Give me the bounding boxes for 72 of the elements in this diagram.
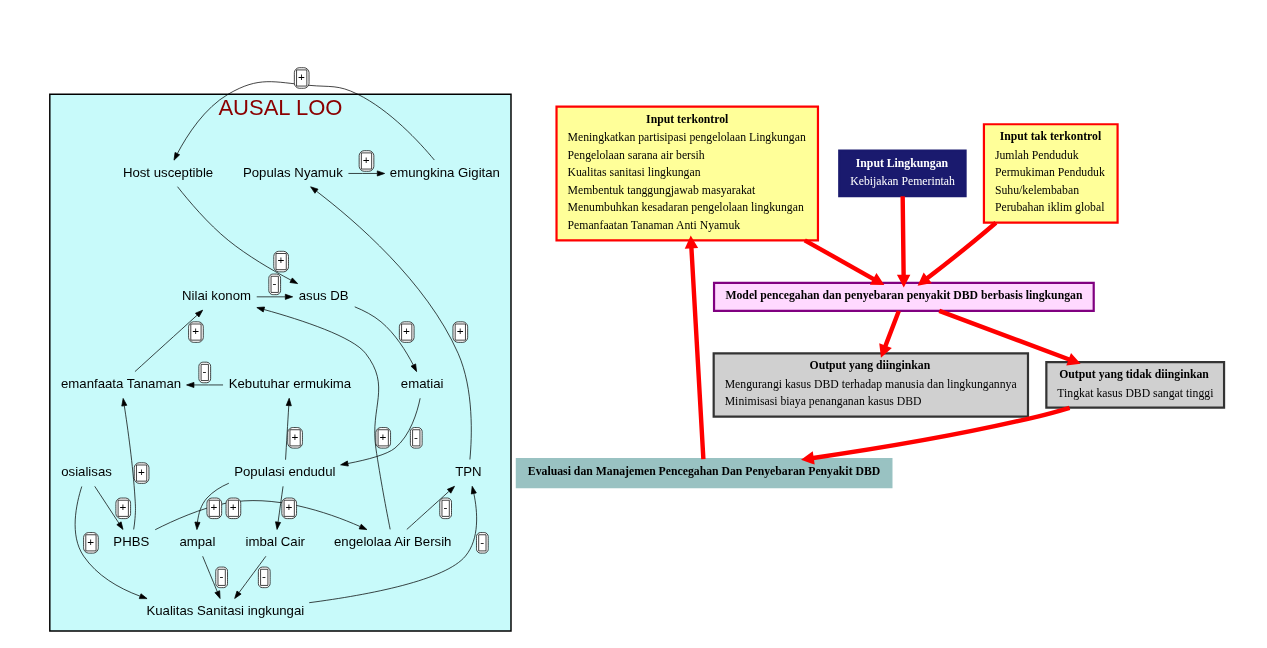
arrow: [405, 485, 455, 530]
arrow: [134, 309, 203, 372]
edge-label: -: [442, 500, 447, 514]
node-text: Nilai konom: [181, 288, 251, 304]
node-text: Host usceptible: [122, 164, 213, 180]
arrow: [800, 405, 1070, 465]
edge-label: +: [379, 429, 386, 443]
edge-label: +: [86, 534, 94, 548]
arrow: [173, 81, 435, 161]
edge-label: +: [362, 152, 370, 166]
arrow: [255, 293, 293, 300]
arrow: [120, 398, 136, 530]
arrow: [347, 170, 385, 177]
node-text: osialisas: [60, 464, 112, 480]
edge-label: +: [456, 323, 464, 337]
edge-label: +: [191, 323, 199, 337]
node-text: TPN: [454, 464, 482, 480]
arrow: [684, 235, 706, 460]
node-box: Input terkontrol Meningkatkan partisipasi pengelolaan Lingkungan Pengelolaan sarana air bersih Kualitas sanitasi lingkungan Membentuk tanggungjawab masyarakat Menumbuhkan kesadaran pengelolaan lingkungan Pemanfaatan Tanaman Anti Nyamuk: [554, 105, 819, 242]
node-text: Populas Nyamuk: [242, 164, 343, 180]
node-box: Input tak terkontrol Jumlah Penduduk Permukiman Penduduk Suhu/kelembaban Perubahan iklim global: [982, 123, 1119, 224]
node-text: PHBS: [112, 534, 149, 550]
arrow: [154, 500, 367, 531]
arrow: [201, 555, 220, 599]
arrow: [938, 308, 1081, 366]
node-text: ampal: [178, 534, 215, 550]
node-text: asus DB: [298, 288, 349, 304]
arrow: [274, 485, 283, 530]
node-box: Output yang diinginkan Mengurangi kasus DBD terhadap manusia dan lingkungannya Minimisasi biaya penanganan kasus DBD: [712, 352, 1029, 418]
edge-label: -: [218, 569, 223, 583]
edge-label: +: [137, 464, 145, 478]
edge-label: -: [479, 534, 484, 548]
node-text: ematiai: [400, 376, 443, 392]
edge-label: +: [285, 500, 292, 514]
node-text: Kebutuhar ermukima: [228, 376, 351, 392]
node-text: emanfaata Tanaman: [60, 376, 181, 392]
edge-label: +: [210, 500, 217, 514]
arrow: [353, 306, 417, 372]
node-text: engelolaa Air Bersih: [333, 534, 451, 550]
arrow: [339, 397, 420, 467]
edge-label: -: [261, 569, 266, 583]
edge-label: -: [202, 364, 206, 378]
node-box: Input Lingkungan Kebijakan Pemerintah: [837, 149, 967, 198]
node-box: Model pencegahan dan penyebaran penyakit DBD berbasis lingkungan: [712, 281, 1095, 312]
arrow: [194, 482, 229, 530]
arrow: [878, 310, 901, 358]
node-text: emungkina Gigitan: [389, 164, 500, 180]
edge-label: +: [297, 69, 305, 83]
edge-label: +: [290, 429, 298, 443]
arrow: [308, 485, 477, 604]
arrow: [309, 186, 472, 460]
edge-label: +: [119, 500, 126, 514]
edge-label: -: [272, 276, 276, 290]
arrow: [284, 397, 292, 461]
node-text: Populasi endudul: [233, 464, 335, 480]
arrow: [917, 221, 997, 286]
edge-label: -: [413, 429, 418, 443]
arrow: [93, 485, 123, 530]
arrow: [803, 238, 884, 286]
node-box: Output yang tidak diinginkan Tingkat kasus DBD sangat tinggi: [1044, 361, 1225, 409]
node-text: imbal Cair: [245, 534, 305, 550]
arrow: [233, 555, 266, 599]
arrow: [896, 196, 910, 288]
arrow: [74, 486, 147, 599]
edge-label: +: [402, 323, 410, 337]
arrow: [185, 382, 223, 388]
node-box: Evaluasi dan Manajemen Pencegahan Dan Penyebaran Penyakit DBD: [515, 458, 892, 489]
edge-label: +: [276, 253, 284, 267]
edge-label: +: [229, 500, 237, 514]
arrow: [176, 186, 298, 284]
node-text: Kualitas Sanitasi ingkungai: [145, 603, 304, 619]
arrow: [256, 306, 391, 530]
